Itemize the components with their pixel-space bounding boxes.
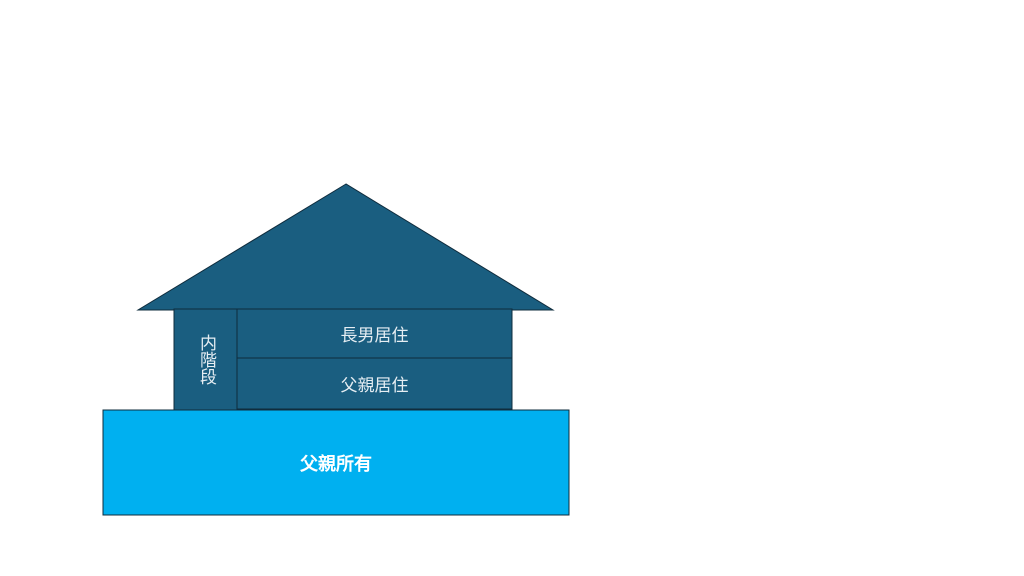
lower-floor-box [236, 357, 513, 410]
land-label: 父親所有 [300, 453, 372, 475]
roof [136, 183, 555, 311]
land-base [102, 409, 570, 516]
lower-floor-label: 父親居住 [340, 376, 409, 396]
upper-floor-label: 長男居住 [340, 326, 409, 346]
upper-floor-box [236, 308, 513, 359]
stairs-box [173, 308, 238, 411]
stairs-label: 内階段 [196, 334, 216, 385]
